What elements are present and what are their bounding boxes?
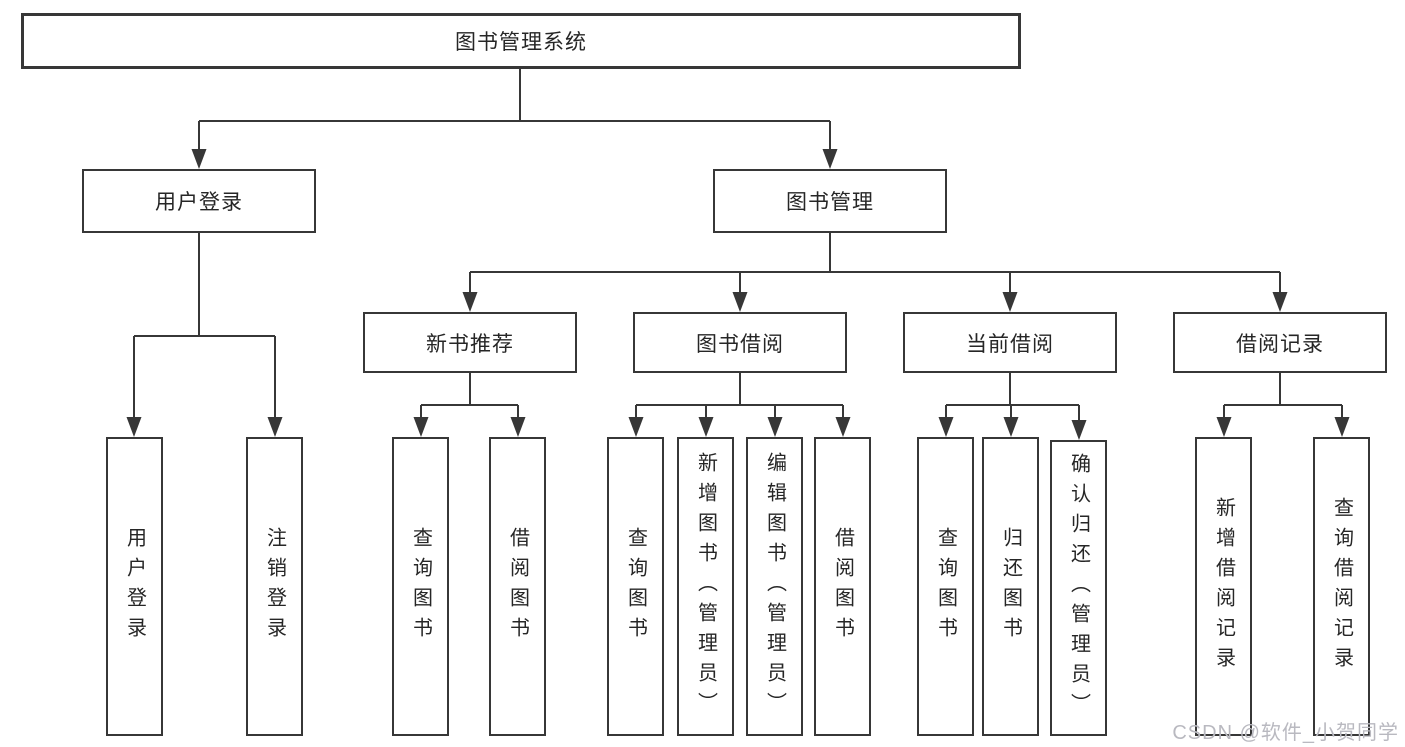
node-borrowing-records: 借阅记录 <box>1173 312 1387 373</box>
leaf-add-borrow-record-label: 新增借阅记录 <box>1212 496 1235 677</box>
node-book-borrowing: 图书借阅 <box>633 312 847 373</box>
leaf-query-books-recommend-label: 查询图书 <box>409 526 432 647</box>
node-borrowing-records-label: 借阅记录 <box>1236 332 1324 356</box>
node-new-book-recommend: 新书推荐 <box>363 312 577 373</box>
leaf-return-books-label: 归还图书 <box>999 526 1022 647</box>
leaf-borrow-books-recommend: 借阅图书 <box>489 437 546 736</box>
leaf-query-borrow-record-label: 查询借阅记录 <box>1330 496 1353 677</box>
leaf-add-borrow-record: 新增借阅记录 <box>1195 437 1252 736</box>
node-book-borrowing-label: 图书借阅 <box>696 332 784 356</box>
leaf-edit-books-admin-label: 编辑图书（管理员） <box>763 451 786 722</box>
node-root: 图书管理系统 <box>21 13 1021 69</box>
leaf-query-books-current-label: 查询图书 <box>934 526 957 647</box>
leaf-user-login-label: 用户登录 <box>123 526 146 647</box>
node-user-login: 用户登录 <box>82 169 316 233</box>
node-current-borrowing-label: 当前借阅 <box>966 332 1054 356</box>
leaf-logout: 注销登录 <box>246 437 303 736</box>
node-current-borrowing: 当前借阅 <box>903 312 1117 373</box>
leaf-edit-books-admin: 编辑图书（管理员） <box>746 437 803 736</box>
node-user-login-label: 用户登录 <box>155 191 243 214</box>
watermark: CSDN @软件_小贺同学 <box>1172 722 1399 744</box>
leaf-user-login: 用户登录 <box>106 437 163 736</box>
leaf-add-books-admin-label: 新增图书（管理员） <box>694 451 717 722</box>
node-book-management: 图书管理 <box>713 169 947 233</box>
leaf-borrow-books-label: 借阅图书 <box>831 526 854 647</box>
node-new-book-recommend-label: 新书推荐 <box>426 332 514 356</box>
leaf-query-books-borrow-label: 查询图书 <box>624 526 647 647</box>
leaf-query-borrow-record: 查询借阅记录 <box>1313 437 1370 736</box>
leaf-borrow-books-recommend-label: 借阅图书 <box>506 526 529 647</box>
node-root-label: 图书管理系统 <box>455 31 587 54</box>
leaf-query-books-current: 查询图书 <box>917 437 974 736</box>
leaf-confirm-return-admin-label: 确认归还（管理员） <box>1067 453 1090 723</box>
leaf-return-books: 归还图书 <box>982 437 1039 736</box>
leaf-confirm-return-admin: 确认归还（管理员） <box>1050 440 1107 736</box>
leaf-query-books-borrow: 查询图书 <box>607 437 664 736</box>
leaf-add-books-admin: 新增图书（管理员） <box>677 437 734 736</box>
leaf-borrow-books: 借阅图书 <box>814 437 871 736</box>
leaf-logout-label: 注销登录 <box>263 526 286 647</box>
node-book-management-label: 图书管理 <box>786 191 874 214</box>
leaf-query-books-recommend: 查询图书 <box>392 437 449 736</box>
